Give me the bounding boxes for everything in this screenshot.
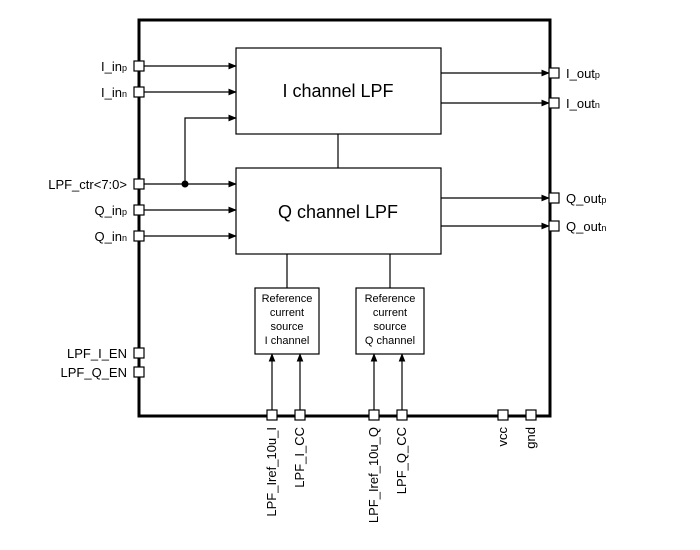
ref-i-line-2: current xyxy=(270,307,304,319)
pin-gnd xyxy=(525,409,537,421)
label-i-outn: I_outn xyxy=(566,96,600,111)
pin-iref-i xyxy=(266,409,278,421)
ref-q-line-1: Reference xyxy=(365,293,416,305)
label-iref-q: LPF_Iref_10u_Q xyxy=(366,427,381,523)
label-lpf-q-en: LPF_Q_EN xyxy=(61,365,127,380)
pin-lpf-i-en xyxy=(133,347,145,359)
label-q-outp: Q_outp xyxy=(566,191,606,206)
label-iref-i: LPF_Iref_10u_I xyxy=(264,427,279,517)
label-gnd: gnd xyxy=(523,427,538,449)
i-channel-lpf-block: I channel LPF xyxy=(235,47,442,135)
pin-iref-q xyxy=(368,409,380,421)
ref-current-source-i-block: Reference current source I channel xyxy=(254,287,320,355)
pin-i-cc xyxy=(294,409,306,421)
label-q-inn: Q_inn xyxy=(95,229,127,244)
ref-q-line-2: current xyxy=(373,307,407,319)
pin-i-outn xyxy=(548,97,560,109)
ref-i-line-3: source xyxy=(270,321,303,333)
pin-q-inp xyxy=(133,204,145,216)
pin-i-outp xyxy=(548,67,560,79)
pin-lpf-ctr xyxy=(133,178,145,190)
ref-current-source-q-block: Reference current source Q channel xyxy=(355,287,425,355)
label-vcc: vcc xyxy=(495,427,510,447)
pin-i-inn xyxy=(133,86,145,98)
pin-lpf-q-en xyxy=(133,366,145,378)
junction-dot xyxy=(181,180,189,188)
label-i-inn: I_inn xyxy=(101,85,127,100)
pin-vcc xyxy=(497,409,509,421)
pin-q-outn xyxy=(548,220,560,232)
label-i-cc: LPF_I_CC xyxy=(292,427,307,488)
chip-boundary xyxy=(137,18,552,418)
q-channel-lpf-label: Q channel LPF xyxy=(278,202,398,222)
ref-i-line-4: I channel xyxy=(265,335,310,347)
label-lpf-ctr: LPF_ctr<7:0> xyxy=(48,177,127,192)
ref-i-line-1: Reference xyxy=(262,293,313,305)
label-i-inp: I_inp xyxy=(101,59,127,74)
label-q-inp: Q_inp xyxy=(95,203,127,218)
label-lpf-i-en: LPF_I_EN xyxy=(67,346,127,361)
pin-q-cc xyxy=(396,409,408,421)
pin-q-outp xyxy=(548,192,560,204)
pin-q-inn xyxy=(133,230,145,242)
i-channel-lpf-label: I channel LPF xyxy=(282,81,393,101)
ref-q-line-3: source xyxy=(373,321,406,333)
ref-q-line-4: Q channel xyxy=(365,335,415,347)
label-q-cc: LPF_Q_CC xyxy=(394,427,409,494)
label-i-outp: I_outp xyxy=(566,66,600,81)
pin-i-inp xyxy=(133,60,145,72)
label-q-outn: Q_outn xyxy=(566,219,606,234)
lpf-ctr-branch-wire xyxy=(184,114,237,184)
q-channel-lpf-block: Q channel LPF xyxy=(235,167,442,255)
